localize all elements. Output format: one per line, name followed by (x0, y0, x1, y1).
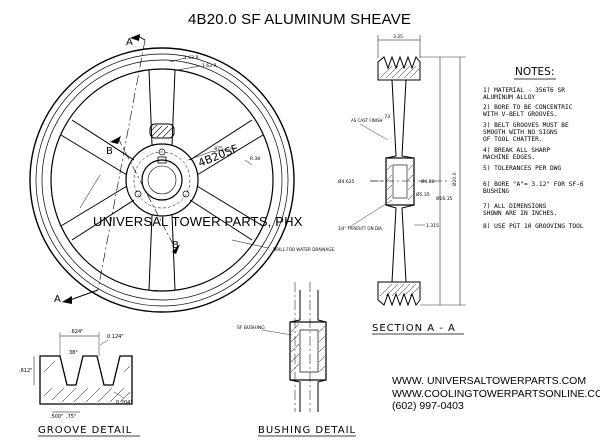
watermark: UNIVERSAL TOWER PARTS, PHX (93, 214, 303, 229)
groove-dim-width: .624" (70, 329, 83, 335)
bushing-mark-b-top: B (106, 146, 113, 157)
note-line: 3) BELT GROOVES MUST BE (483, 122, 569, 129)
section-dia-center: Ø4.88 (421, 178, 435, 185)
section-dim-bottom: 1.315 (426, 223, 439, 229)
note-line: 2) BORE TO BE CONCENTRIC (483, 104, 573, 111)
hub-section (385, 157, 415, 206)
hub-bolt-circle (133, 151, 191, 209)
bushing-detail (261, 282, 327, 412)
section-dim-top: 3.25 (393, 34, 403, 40)
keyway (157, 156, 167, 164)
bushing-callout: SF BUSHING (237, 325, 265, 331)
section-line-b (117, 137, 176, 249)
section-mark-a-bottom: A (54, 294, 61, 305)
bushing-detail-title: BUSHING DETAIL (258, 425, 356, 436)
bore-inner (147, 165, 177, 195)
section-dia-total: Ø20.0 (451, 172, 458, 186)
section-hatching (379, 65, 420, 297)
groove-dim-depth: .612" (19, 368, 32, 374)
section-mark-a-top: A (126, 37, 133, 48)
note-line: 1) MATERIAL - 356T6 SR (483, 87, 565, 94)
bushing-mark-b-bottom: B (172, 240, 179, 251)
bolt-hole (158, 148, 166, 156)
note-line: WITH V-BELT GROOVES. (483, 111, 558, 118)
groove-dim-angle: 38° (69, 350, 78, 356)
bore (141, 159, 183, 201)
dim-top-1: 1.63 R (184, 55, 199, 61)
section-taper-note: 3/4" TAPER/FT ON DIA. (338, 226, 383, 231)
groove-dim-pitch-2: .75" (66, 414, 76, 420)
note-line: 6) BORE "A"= 3.12" FOR SF-6 (483, 181, 584, 188)
dim-875: .875 (213, 146, 223, 152)
bore-section (392, 164, 408, 199)
bolt-hole (134, 190, 142, 198)
note-line: BUSHING (483, 188, 509, 195)
section-a-a-view (347, 35, 466, 307)
section-arrow (130, 34, 140, 41)
bushing-bore (299, 329, 319, 373)
note-line: MACHINE EDGES. (483, 154, 535, 161)
notes-heading: NOTES: (515, 66, 554, 78)
hub-outer (125, 143, 199, 217)
bushing-web (289, 290, 327, 412)
bolt-hole (182, 190, 190, 198)
groove-dim-right: 0.124" (107, 334, 124, 340)
note-line: 8) USE PGT 10 GROOVING TOOL (483, 223, 584, 230)
note-line: 4) BREAK ALL SHARP (483, 147, 550, 154)
groove-dim-pitch-1: .500" (50, 414, 63, 420)
groove-detail (33, 332, 133, 413)
section-dia-bore: Ø5.35 (416, 191, 430, 198)
rim-groove-2 (41, 59, 283, 301)
drill-note: DRILL FOR WATER DRAINAGE (273, 247, 334, 252)
note-line: SHOWN ARE IN INCHES. (483, 210, 558, 217)
groove-dim-radius: 0.204" (116, 400, 133, 406)
rim-top (377, 55, 421, 81)
section-dia-left: Ø4.625 (338, 178, 355, 185)
front-view (29, 34, 295, 313)
dim-top-2: 1.63 R (202, 63, 217, 69)
rim-bottom (377, 281, 421, 307)
rim-groove-1 (35, 53, 289, 307)
section-title: SECTION A - A (372, 323, 456, 334)
note-line: ALUMINUM ALLOY (483, 94, 535, 101)
notes-block: NOTES: 1) MATERIAL - 356T6 SR ALUMINUM A… (483, 66, 584, 230)
bushing-body (289, 321, 327, 381)
section-dia-bushing: Ø16.35 (436, 195, 453, 202)
phone-number: (602) 997-0403 (392, 400, 464, 412)
drawing-title: 4B20.0 SF ALUMINUM SHEAVE (188, 11, 412, 28)
section-arrow (62, 296, 72, 304)
groove-detail-title: GROOVE DETAIL (38, 425, 132, 436)
section-cast-finish: AS CAST FINISH (351, 118, 383, 123)
note-line: OF TOOL CHATTER. (483, 136, 543, 143)
contact-block: WWW. UNIVERSALTOWERPARTS.COM WWW.COOLING… (392, 375, 600, 413)
dim-r-right: R.38 (250, 156, 260, 162)
website-1[interactable]: WWW. UNIVERSALTOWERPARTS.COM (392, 375, 587, 387)
section-dim-hub-top: .73 (383, 114, 390, 120)
outer-rim (29, 47, 295, 313)
note-line: 7) ALL DIMENSIONS (483, 203, 547, 210)
spoke-cutaway (149, 123, 175, 139)
groove-profile (39, 355, 133, 405)
note-line: SMOOTH WITH NO SIGNS (483, 129, 558, 136)
note-line: 5) TOLERANCES PER DWG (483, 165, 562, 172)
rim-inner (50, 68, 274, 292)
section-line-a (97, 39, 146, 291)
spokes (60, 69, 264, 291)
website-2[interactable]: WWW.COOLINGTOWERPARTSONLINE.COM (392, 387, 600, 400)
